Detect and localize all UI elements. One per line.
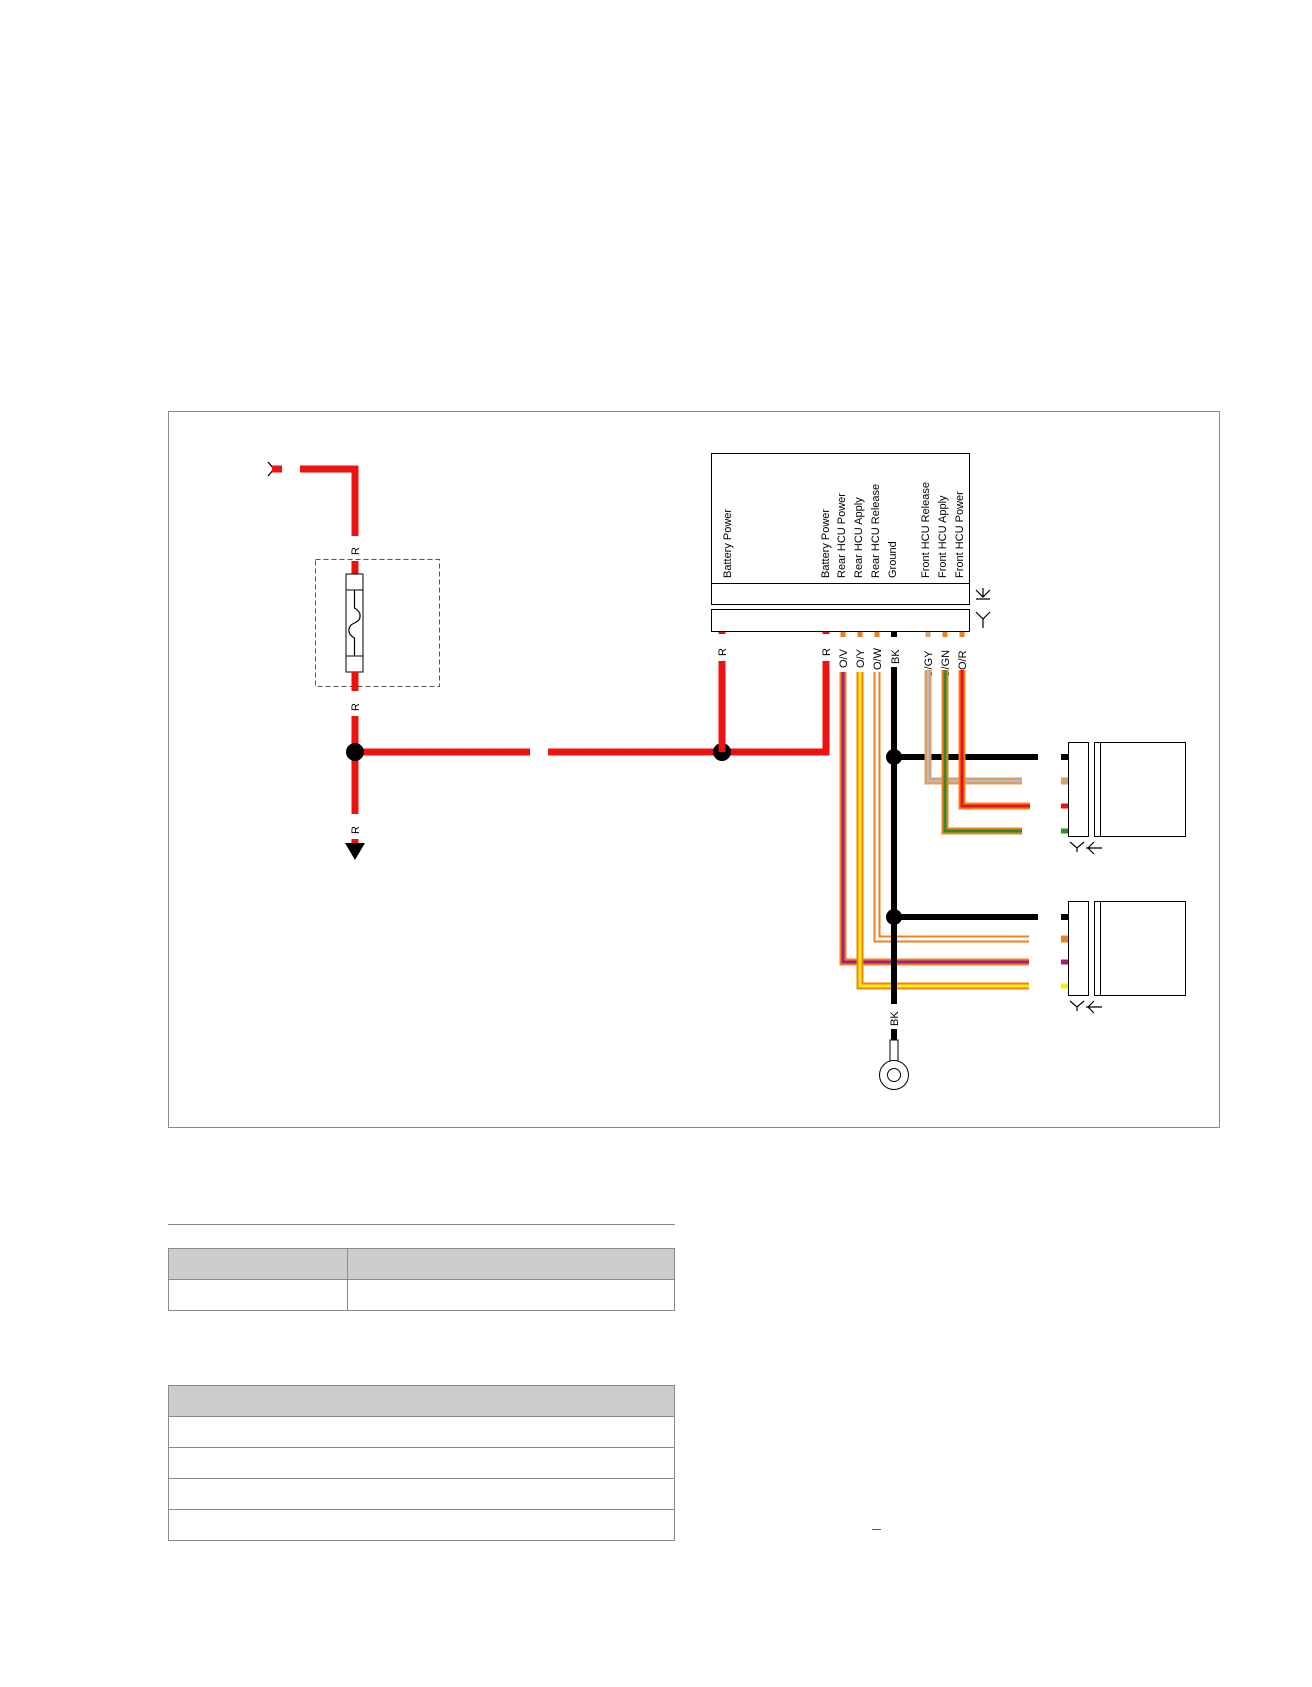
splice-node: [886, 749, 902, 765]
connector-symbol-icon: [975, 588, 991, 600]
ground-terminal: BK: [879, 1011, 909, 1090]
table-cell: [168, 1385, 675, 1417]
table-header-row: [168, 1385, 675, 1417]
wire-label: R: [717, 648, 729, 656]
wire-label: R: [350, 547, 362, 555]
module-label: Front HCU Apply: [937, 495, 949, 578]
right-harness: [839, 632, 1068, 1040]
connector-symbol-icon: [1069, 841, 1102, 855]
table-cell: [168, 1478, 675, 1510]
table-cell: [168, 1447, 675, 1479]
wire-label: O/V: [838, 648, 850, 668]
rear-hcu-body: [1094, 901, 1186, 996]
module-label: Rear HCU Release: [870, 484, 882, 578]
module-label: Rear HCU Power: [836, 493, 848, 578]
table-header-row: [168, 1248, 675, 1280]
splice-node: [346, 743, 364, 761]
wire-label: BK: [889, 1011, 901, 1026]
table-cell: [168, 1416, 675, 1448]
section-rule: [168, 1224, 675, 1225]
module-label: Front HCU Release: [920, 482, 932, 578]
table-row: [168, 1509, 675, 1541]
diagram-frame: [168, 411, 1220, 1128]
module-label: Rear HCU Apply: [853, 497, 865, 578]
table-cell: [168, 1248, 348, 1280]
wiring-diagram: R R R Battery Power Battery Power Rear H…: [168, 411, 1220, 1128]
table-1: [168, 1248, 675, 1311]
table-row: [168, 1447, 675, 1479]
table-row: [168, 1478, 675, 1510]
module-body: [711, 453, 970, 605]
wire-label: BK: [890, 649, 902, 664]
module-label: Battery Power: [820, 509, 832, 578]
module-label: Ground: [887, 541, 899, 578]
wire-label: R: [350, 826, 362, 834]
table-cell: [347, 1248, 675, 1280]
fuse-box: [315, 559, 440, 687]
left-circuit: R R R: [267, 461, 830, 860]
table-2: [168, 1385, 675, 1541]
connector-symbol-icon: [975, 611, 991, 628]
table-row: [168, 1279, 675, 1311]
abs-module: Battery Power Battery Power Rear HCU Pow…: [711, 453, 991, 632]
down-arrow-icon: [345, 843, 365, 860]
module-connector: [711, 609, 970, 632]
table-cell: [168, 1279, 348, 1311]
wire-label: O/Y: [855, 648, 867, 668]
front-hcu-connector: [1068, 742, 1089, 837]
connector-symbol-icon: [1069, 1000, 1102, 1014]
wire-label: R: [821, 648, 833, 656]
wire-label: O/W: [872, 647, 884, 670]
rear-hcu-connector: [1068, 901, 1089, 996]
wire-label: O/R: [957, 650, 969, 670]
wire-label: R: [350, 703, 362, 711]
pin-labels: R R O/V O/Y O/W BK O/GY O/GN O/R: [717, 647, 969, 678]
table-cell: [347, 1279, 675, 1311]
module-label: Front HCU Power: [954, 491, 966, 578]
table-row: [168, 1416, 675, 1448]
table-cell: [168, 1509, 675, 1541]
rear-hcu: [1068, 901, 1186, 1014]
link-mark[interactable]: [872, 1529, 881, 1530]
front-hcu: [1068, 742, 1186, 855]
splice-node: [886, 909, 902, 925]
front-hcu-body: [1094, 742, 1186, 837]
module-label: Battery Power: [722, 509, 734, 578]
